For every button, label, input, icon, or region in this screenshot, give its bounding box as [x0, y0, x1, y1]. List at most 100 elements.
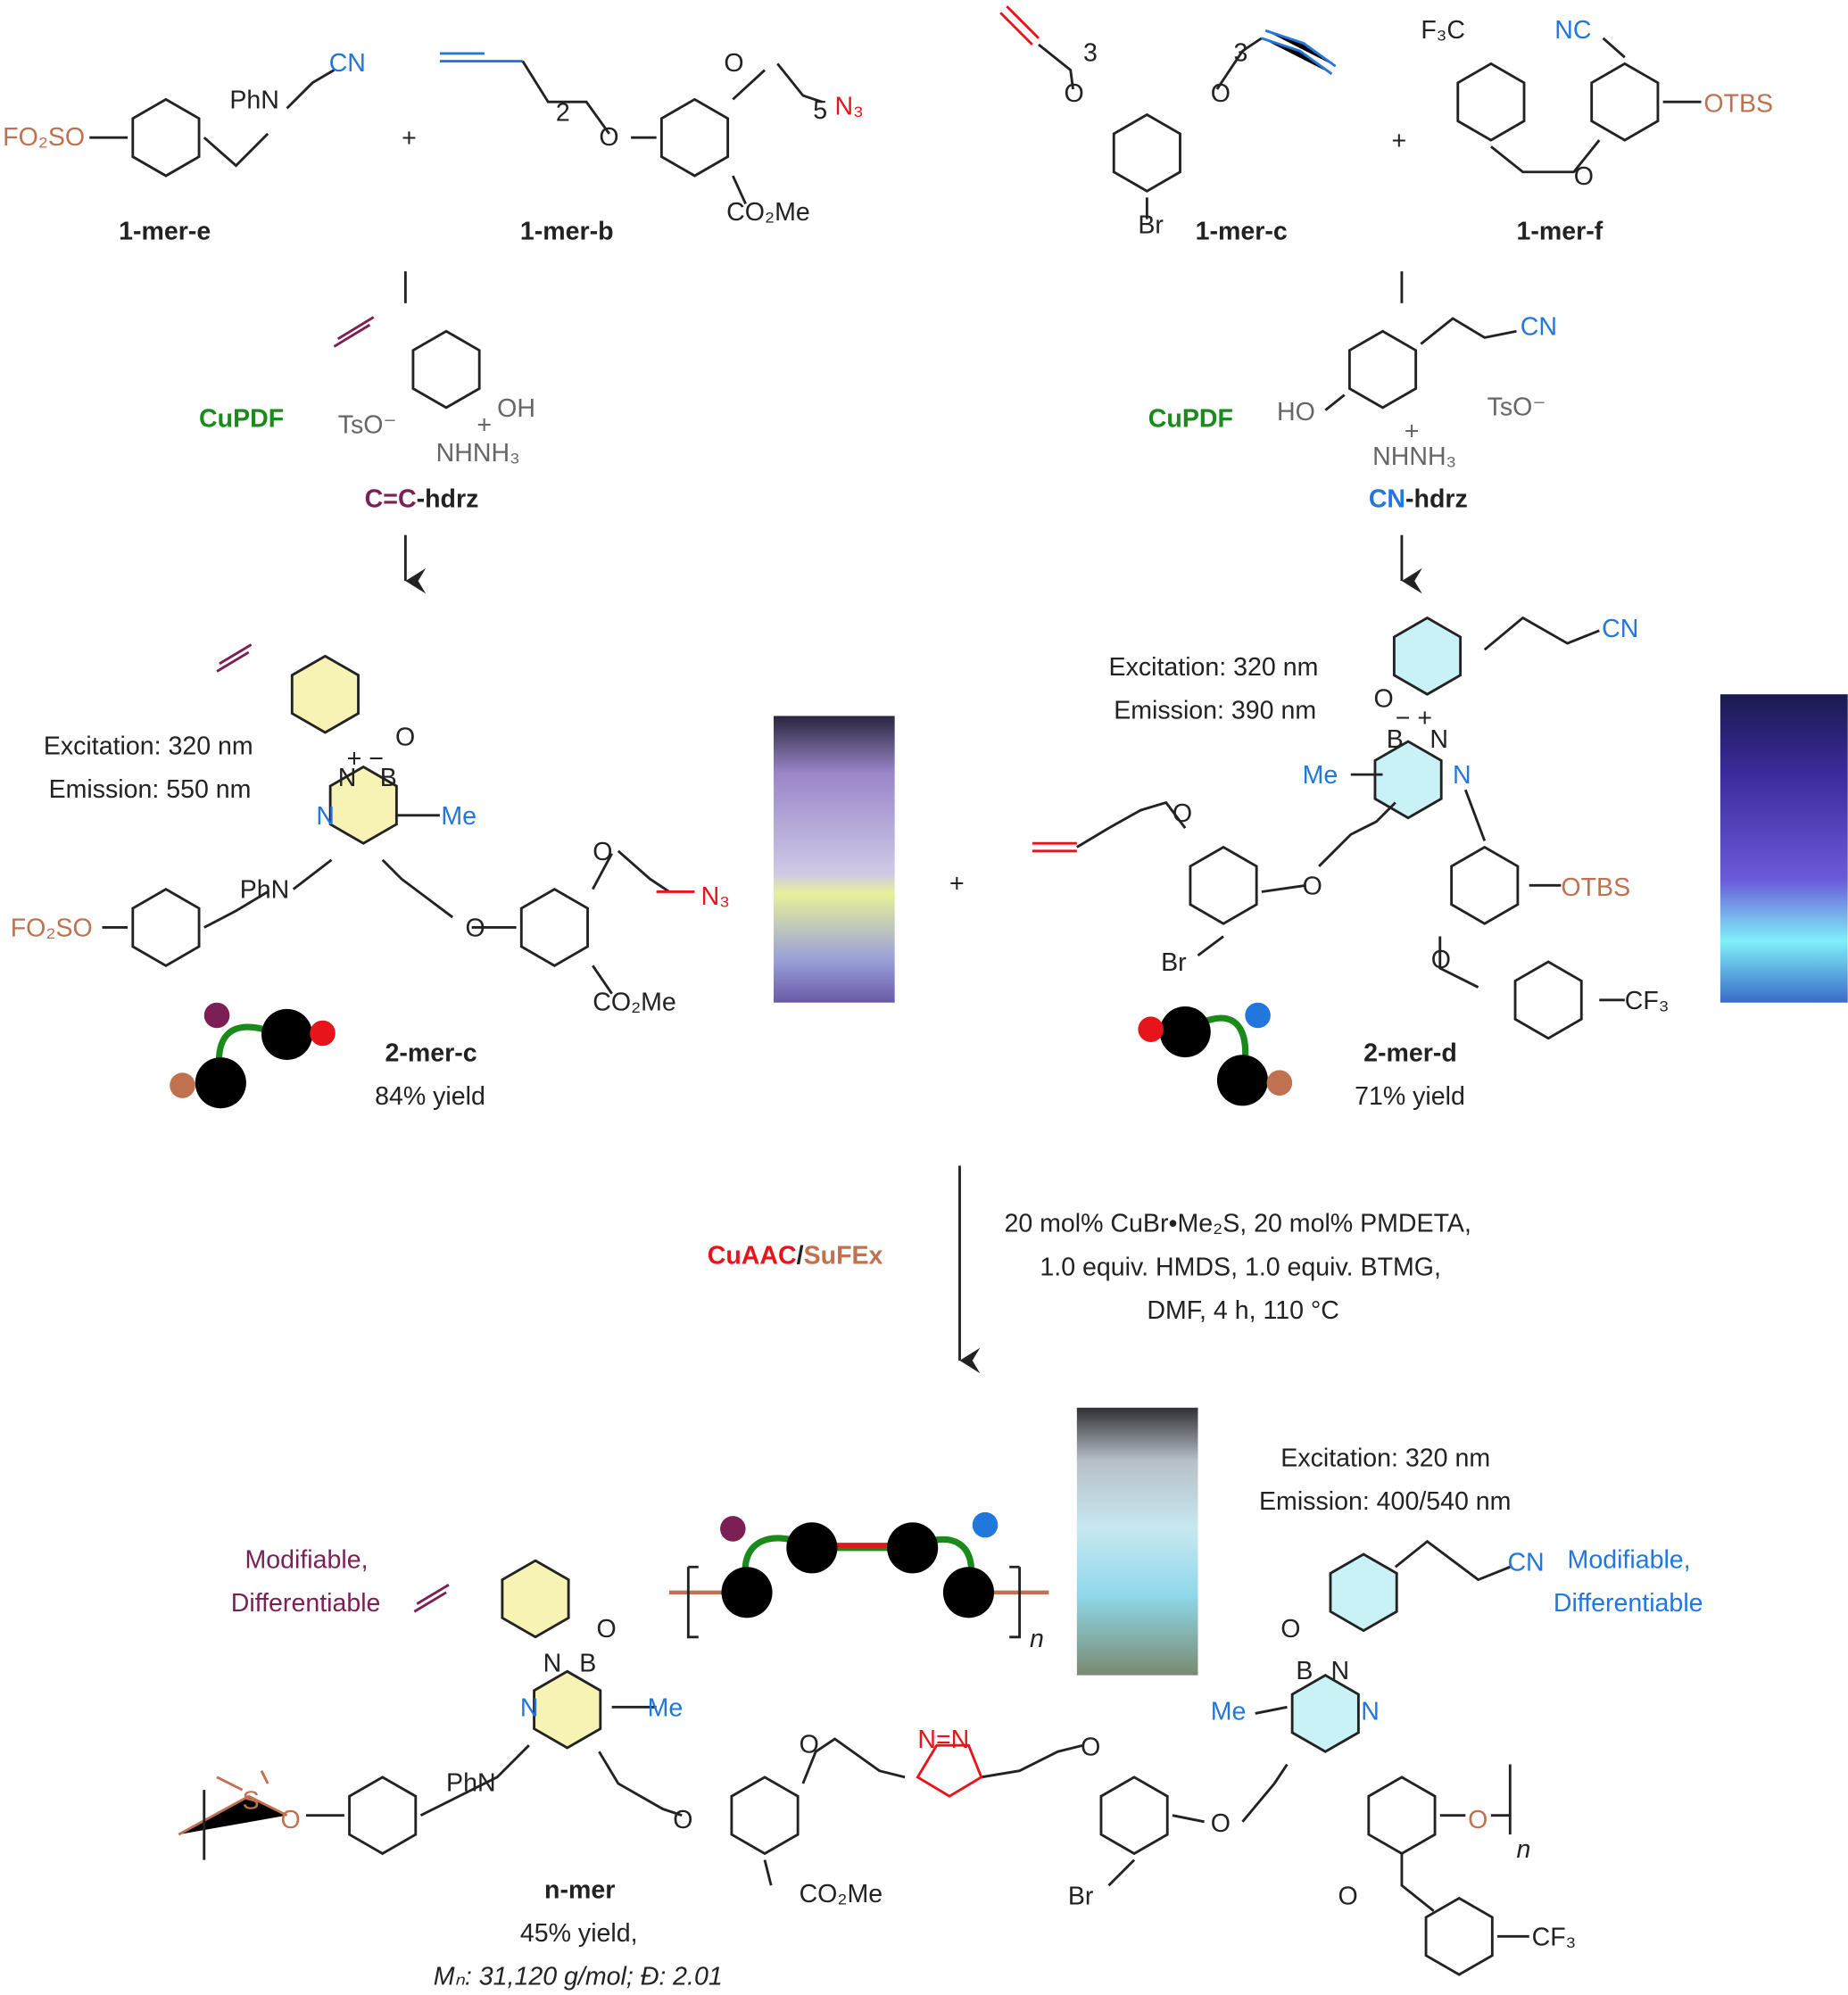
sub-label: 3 — [1233, 39, 1247, 68]
n-label: N — [1453, 761, 1471, 790]
o-label: O — [800, 1731, 819, 1759]
o-label: O — [1374, 684, 1394, 713]
emission-label: Emission: 390 nm — [1114, 696, 1316, 724]
n-label: N — [338, 764, 357, 792]
plus-sign: + — [1392, 127, 1407, 155]
triazole-label: N=N — [917, 1726, 969, 1754]
oh-label: OH — [497, 394, 535, 423]
n-label: N — [520, 1693, 539, 1722]
yield-2-mer-d: 71% yield — [1355, 1082, 1465, 1111]
b-label: B — [1387, 725, 1404, 754]
cuaac-label: CuAAC — [708, 1241, 797, 1270]
benzene-ring — [131, 97, 201, 178]
compound-1-mer-e: 1-mer-e — [119, 217, 211, 245]
o-label: O — [597, 1615, 617, 1643]
n-label: N — [1430, 725, 1448, 754]
o-label: O — [1574, 162, 1594, 191]
sulfonyl-s: S — [243, 1787, 260, 1816]
n-label: N — [316, 802, 335, 831]
compound-1-mer-f: 1-mer-f — [1516, 217, 1603, 245]
charge-plus: + — [1405, 418, 1420, 446]
b-label: B — [579, 1649, 596, 1677]
yellow-ring — [501, 1559, 570, 1639]
o-label: O — [1338, 1883, 1358, 1911]
o-label: O — [1211, 79, 1231, 108]
fo2so-label: FO₂SO — [11, 914, 93, 942]
reagent-c-c-hdrz: C=C-hdrz — [365, 484, 479, 513]
o-label: O — [593, 838, 612, 866]
slash: / — [797, 1241, 804, 1270]
compound-1-mer-b: 1-mer-b — [520, 217, 614, 245]
otbs-label: OTBS — [1703, 90, 1773, 119]
differentiable-label-right: Differentiable — [1554, 1589, 1703, 1618]
cyan-ring — [1373, 740, 1443, 820]
bead-diagrams — [170, 1002, 1293, 1618]
phn-label: PhN — [446, 1769, 496, 1798]
excitation-label: Excitation: 320 nm — [1280, 1444, 1490, 1472]
labels: FO₂SO PhN CN 2 O O 5 N₃ CO₂Me 1-mer-e + … — [3, 16, 1773, 1991]
compound-2-mer-d: 2-mer-d — [1363, 1039, 1457, 1067]
fo2so-label: FO₂SO — [3, 123, 85, 152]
benzene-ring — [659, 97, 730, 178]
otbs-label: OTBS — [1561, 873, 1630, 902]
nc-label: NC — [1554, 16, 1591, 45]
hdrz-suffix: -hdrz — [417, 484, 479, 513]
alkene-highlight: C=C — [365, 484, 417, 513]
ring-layer — [131, 62, 1660, 1976]
modifiable-label-right: Modifiable, — [1568, 1546, 1691, 1575]
benzene-ring — [1189, 845, 1258, 925]
phn-label: PhN — [240, 876, 290, 905]
conditions-line-3: DMF, 4 h, 110 °C — [1147, 1296, 1339, 1325]
charges: − + — [1396, 704, 1432, 733]
benzene-ring — [1112, 112, 1181, 193]
tosylate-label: TsO⁻ — [1488, 393, 1546, 421]
o-label: O — [1431, 946, 1451, 974]
n3-label: N₃ — [701, 882, 730, 911]
benzene-ring — [131, 887, 201, 967]
benzene-ring — [519, 887, 589, 967]
o-label: O — [465, 914, 485, 942]
n3-label: N₃ — [835, 93, 864, 121]
plus-sign: + — [949, 869, 965, 898]
tosylate-label: TsO⁻ — [338, 410, 397, 439]
br-label: Br — [1161, 948, 1187, 977]
o-label: O — [280, 1806, 300, 1834]
n-label: N — [543, 1649, 562, 1677]
o-label: O — [1211, 1809, 1231, 1838]
me-label: Me — [441, 802, 477, 831]
o-label: O — [1173, 799, 1192, 828]
co2me-label: CO₂Me — [726, 198, 810, 227]
o-label: O — [1280, 1615, 1300, 1643]
cyan-ring — [1290, 1673, 1360, 1753]
conditions-line-1: 20 mol% CuBr•Me₂S, 20 mol% PMDETA, — [1004, 1210, 1471, 1238]
differentiable-label-left: Differentiable — [231, 1589, 381, 1618]
o-label: O — [1081, 1734, 1100, 1762]
sub-label: 3 — [1083, 39, 1098, 68]
n-label: N — [1330, 1657, 1349, 1685]
o-label: O — [395, 723, 415, 751]
o-label: O — [599, 123, 618, 152]
emission-label: Emission: 400/540 nm — [1259, 1487, 1511, 1516]
benzene-ring — [1424, 1896, 1494, 1976]
excitation-label: Excitation: 320 nm — [1109, 653, 1319, 682]
br-label: Br — [1068, 1883, 1094, 1911]
vial-yellow-emission — [774, 716, 895, 1003]
bond-layer — [89, 5, 1702, 1938]
hdrz-suffix: -hdrz — [1405, 484, 1468, 513]
benzene-ring — [1099, 1776, 1169, 1856]
yellow-ring — [328, 765, 398, 845]
excitation-label: Excitation: 320 nm — [44, 732, 253, 760]
nhnh3-label: NHNH₃ — [436, 439, 520, 468]
compound-1-mer-c: 1-mer-c — [1196, 217, 1288, 245]
modifiable-label-left: Modifiable, — [244, 1546, 368, 1575]
sub-label: 2 — [556, 99, 570, 128]
charge-plus: + — [477, 410, 492, 439]
b-label: B — [1296, 1657, 1313, 1685]
conditions-line-2: 1.0 equiv. HMDS, 1.0 equiv. BTMG, — [1040, 1253, 1441, 1281]
benzene-ring — [1456, 62, 1526, 142]
benzene-ring — [730, 1776, 800, 1856]
cf3-label: CF₃ — [1625, 987, 1670, 1015]
